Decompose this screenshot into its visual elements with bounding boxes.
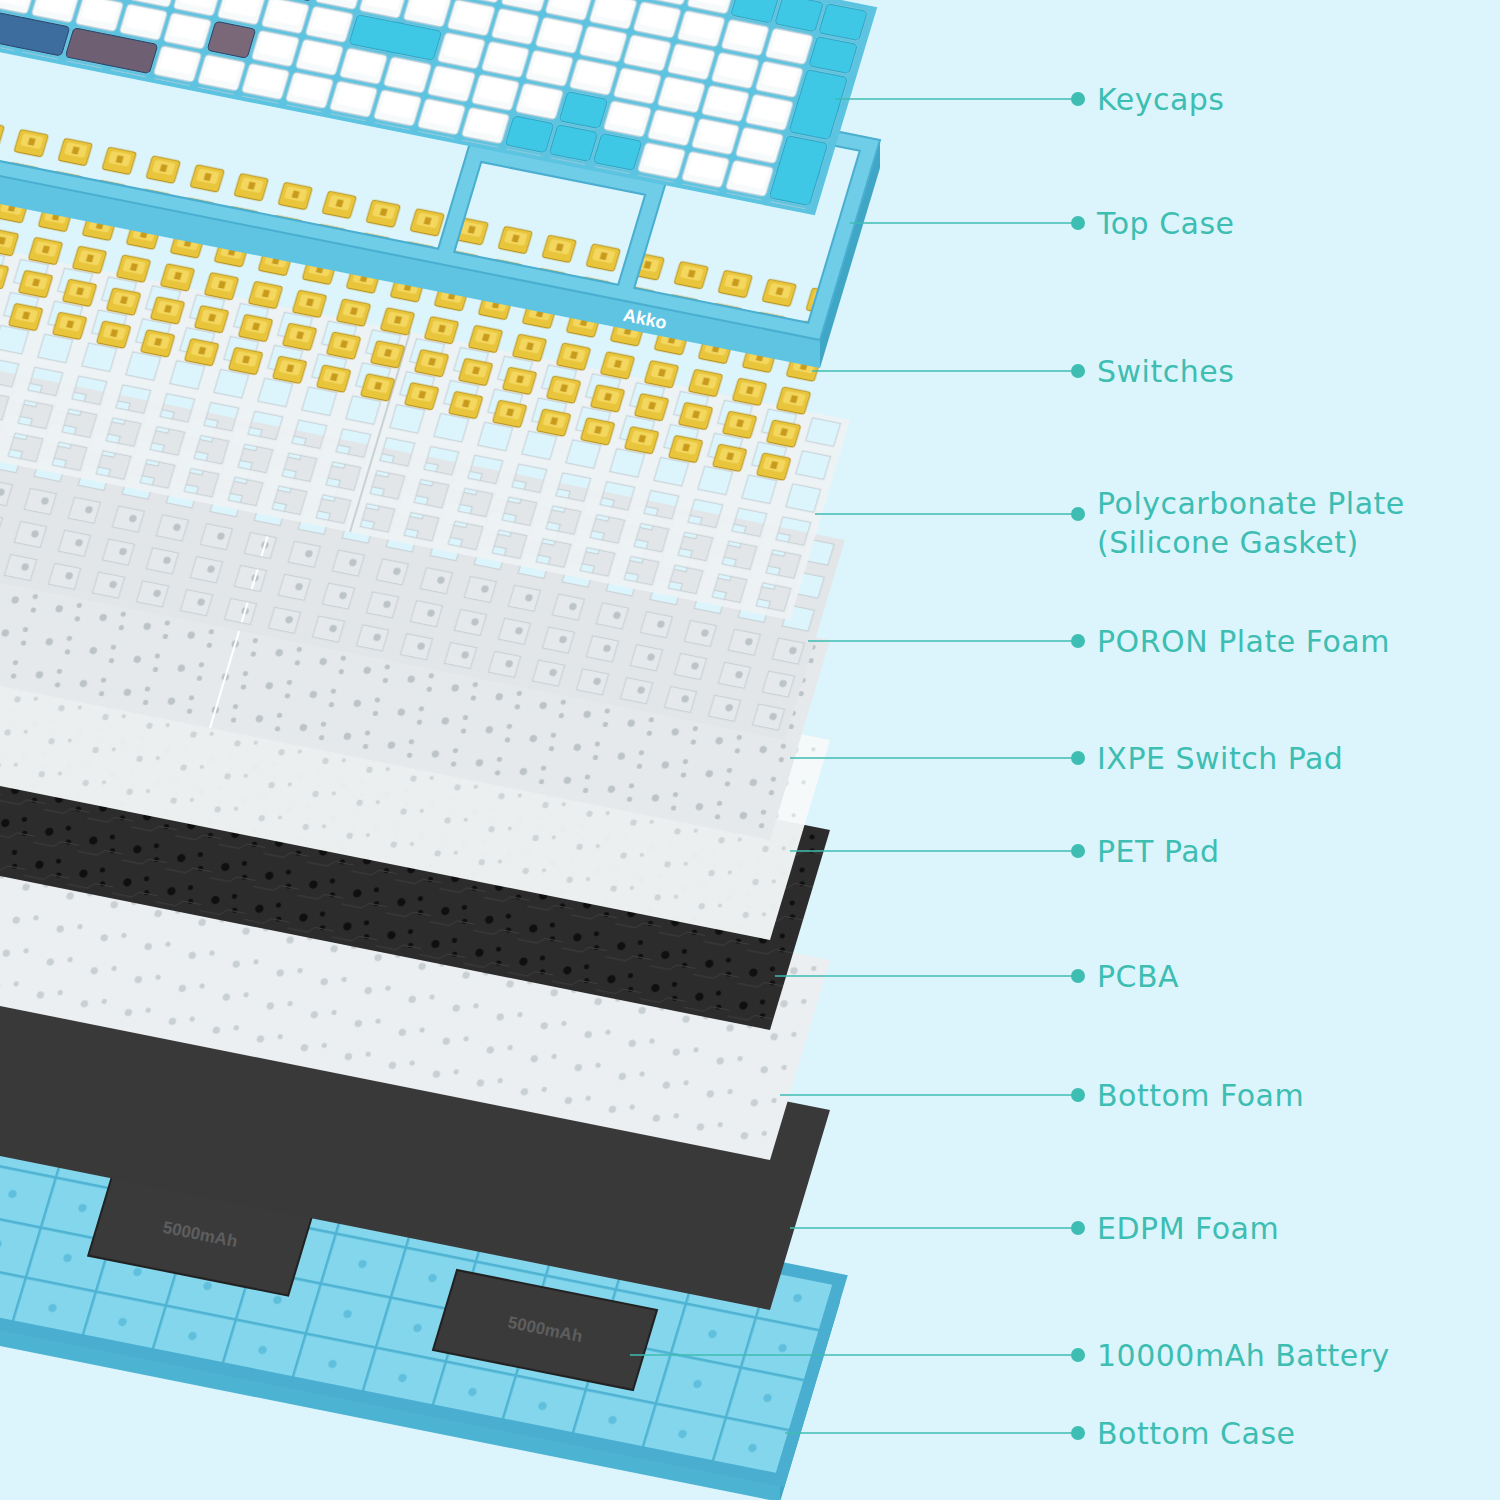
part-label: Top Case xyxy=(1097,204,1492,243)
part-label: Switches xyxy=(1097,352,1492,391)
battery-cell xyxy=(433,1270,657,1390)
leader-dots xyxy=(1071,92,1085,1440)
leader-dot xyxy=(1071,364,1085,378)
leader-line xyxy=(775,975,1078,977)
leader-dot xyxy=(1071,216,1085,230)
leader-line xyxy=(815,513,1078,515)
part-label: PCBA xyxy=(1097,957,1492,996)
art-keys xyxy=(0,0,329,100)
battery-capacity: 5000mAh xyxy=(144,1213,256,1256)
part-label: EDPM Foam xyxy=(1097,1209,1492,1248)
leader-lines xyxy=(630,99,1078,1433)
part-label: Polycarbonate Plate (Silicone Gasket) xyxy=(1097,484,1492,562)
leader-dot xyxy=(1071,969,1085,983)
leader-dot xyxy=(1071,92,1085,106)
leader-line xyxy=(790,1227,1078,1229)
leader-dot xyxy=(1071,1348,1085,1362)
part-label: PET Pad xyxy=(1097,832,1492,871)
leader-dot xyxy=(1071,1088,1085,1102)
leader-line xyxy=(835,98,1078,100)
keyboard-base xyxy=(0,0,877,215)
part-label: Bottom Case xyxy=(1097,1414,1492,1453)
leader-line xyxy=(790,757,1078,759)
part-label: PORON Plate Foam xyxy=(1097,622,1492,661)
leader-line xyxy=(785,1432,1078,1434)
leader-line xyxy=(808,640,1078,642)
leader-line xyxy=(812,370,1078,372)
keycaps xyxy=(0,0,870,210)
leader-dot xyxy=(1071,844,1085,858)
leader-dot xyxy=(1071,1426,1085,1440)
part-label: Bottom Foam xyxy=(1097,1076,1492,1115)
part-label: IXPE Switch Pad xyxy=(1097,739,1492,778)
leader-line xyxy=(790,850,1078,852)
leader-line xyxy=(850,222,1078,224)
accent-keys xyxy=(0,0,867,206)
part-label: 10000mAh Battery xyxy=(1097,1336,1492,1375)
leader-dot xyxy=(1071,1221,1085,1235)
leader-dot xyxy=(1071,507,1085,521)
part-label: Keycaps xyxy=(1097,80,1492,119)
keycap-set xyxy=(0,0,877,215)
brand-logo: Akko xyxy=(603,299,686,338)
leader-dot xyxy=(1071,634,1085,648)
leader-line xyxy=(630,1354,1078,1356)
battery-capacity: 5000mAh xyxy=(489,1308,601,1351)
leader-line xyxy=(780,1094,1078,1096)
leader-dot xyxy=(1071,751,1085,765)
